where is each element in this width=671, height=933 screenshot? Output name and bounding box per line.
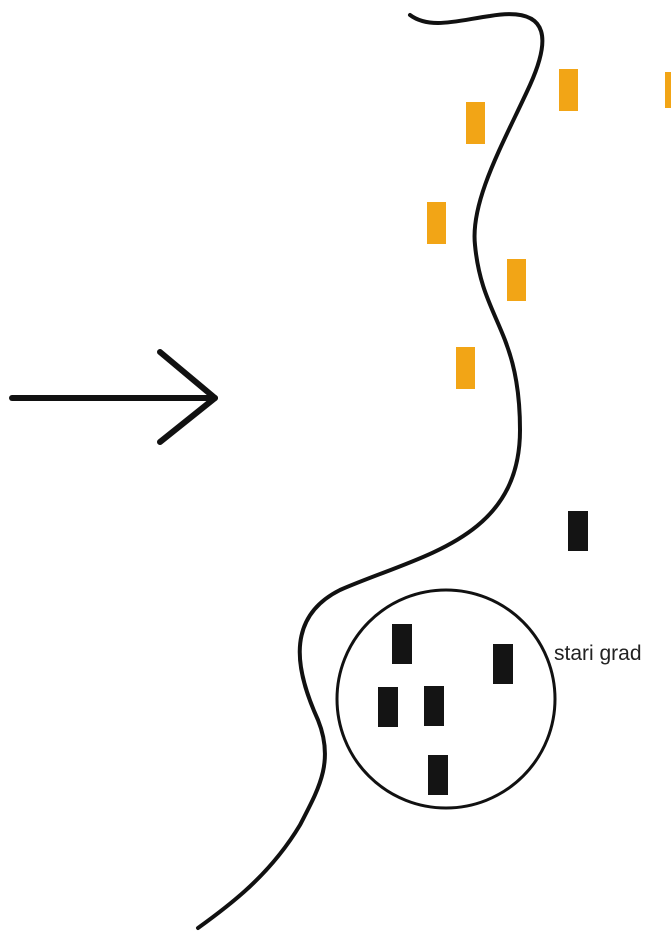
old-town-circle	[335, 588, 557, 810]
old-town-label: stari grad	[554, 642, 642, 665]
black-building	[568, 511, 588, 551]
winding-line	[196, 12, 545, 930]
orange-building	[466, 102, 485, 144]
orange-buildings	[427, 69, 671, 389]
black-building	[378, 687, 398, 727]
black-building	[493, 644, 513, 684]
old-town-buildings	[378, 624, 513, 795]
orange-building	[507, 259, 526, 301]
orange-building	[456, 347, 475, 389]
right-arrow-icon	[9, 349, 218, 445]
orange-building	[665, 72, 671, 108]
black-building	[392, 624, 412, 664]
orange-building	[559, 69, 578, 111]
orange-building	[427, 202, 446, 244]
black-building	[424, 686, 444, 726]
black-building	[428, 755, 448, 795]
